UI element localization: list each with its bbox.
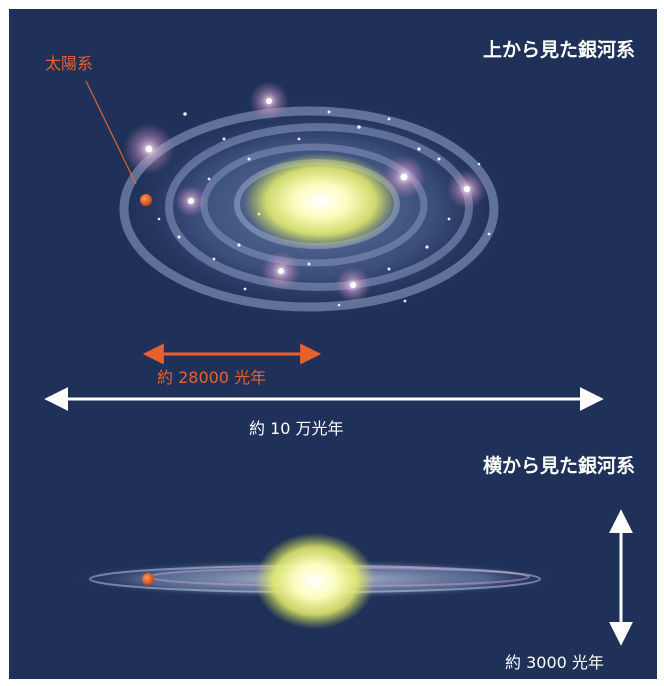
solar-system-label: 太陽系 <box>45 54 94 73</box>
sun-leader-line <box>85 80 137 185</box>
galaxy-width-label: 約 10 万光年 <box>249 419 344 438</box>
side-view-title: 横から見た銀河系 <box>482 455 635 477</box>
sun-distance-label: 約 28000 光年 <box>157 368 267 387</box>
top-galaxy <box>114 81 514 321</box>
galaxy-illustration <box>44 80 633 646</box>
galaxy-diagram: 上から見た銀河系 太陽系 約 28000 光年 約 10 万光年 横から見た銀河… <box>9 9 657 679</box>
thickness-label: 約 3000 光年 <box>505 653 604 672</box>
sun-marker <box>140 194 152 206</box>
top-view-title: 上から見た銀河系 <box>482 39 635 61</box>
side-galaxy <box>70 533 560 629</box>
side-sun-marker <box>142 573 154 585</box>
